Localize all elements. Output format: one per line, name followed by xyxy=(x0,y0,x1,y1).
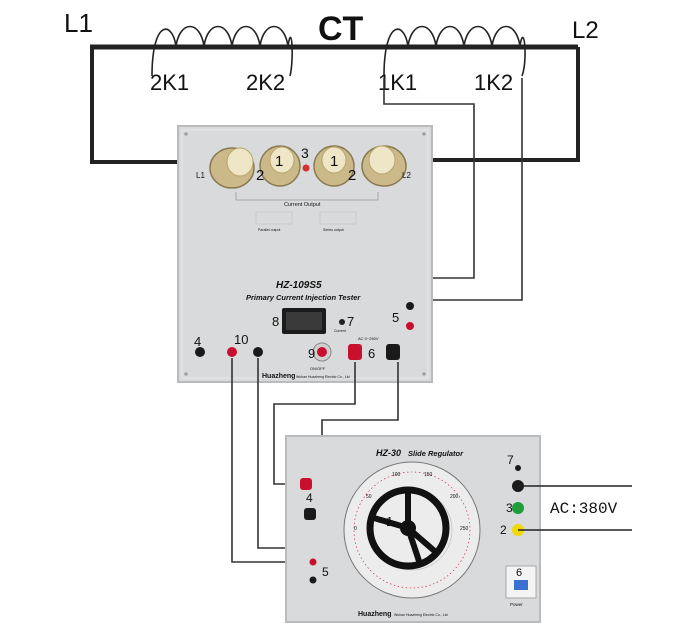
current-knob[interactable] xyxy=(339,319,345,325)
svg-text:Power: Power xyxy=(510,602,523,607)
label-8: 8 xyxy=(272,314,279,329)
primary-wire-l2 xyxy=(390,47,580,162)
power-breaker[interactable] xyxy=(505,565,537,599)
l1-label: L1 xyxy=(64,8,93,38)
tap-1k2: 1K2 xyxy=(474,70,513,95)
svg-text:150: 150 xyxy=(424,472,433,478)
tester-panel: L1 L2 2 1 1 2 3 Current Output Parallel … xyxy=(177,125,433,383)
ct-label: CT xyxy=(318,10,364,48)
tester-brand: Huazheng xyxy=(262,373,295,380)
terminal-6-red[interactable] xyxy=(348,344,362,360)
terminal-number-1b: 1 xyxy=(330,153,338,170)
terminal-10-black[interactable] xyxy=(253,347,263,357)
terminal-5-black[interactable] xyxy=(406,302,414,310)
tester-name: Primary Current Injection Tester xyxy=(246,293,361,302)
regulator-name: Slide Regulator xyxy=(408,449,464,458)
label-4-regulator: 4 xyxy=(306,491,313,505)
series-diagram xyxy=(319,211,357,225)
label-2-regulator: 2 xyxy=(500,523,507,537)
ct-assembly: L1 L2 CT 2K1 2K2 1K1 1K2 xyxy=(64,8,599,95)
svg-text:0: 0 xyxy=(354,526,357,532)
regulator-terminal-green[interactable] xyxy=(512,502,524,514)
svg-text:Current: Current xyxy=(334,329,346,333)
output-terminal-l1[interactable] xyxy=(209,147,255,189)
output-terminal-1a[interactable] xyxy=(259,145,301,187)
svg-text:Wuhan Huazheng Electric Co., L: Wuhan Huazheng Electric Co., Ltd xyxy=(296,375,350,379)
svg-text:50: 50 xyxy=(366,494,372,500)
label-3-regulator: 3 xyxy=(506,501,513,515)
l2-small-label: L2 xyxy=(402,171,411,180)
output-terminal-l2[interactable] xyxy=(361,145,407,187)
label-5-tester: 5 xyxy=(392,310,399,325)
regulator-panel: HZ-30 Slide Regulator 0 50 100 150 200 2… xyxy=(285,435,541,623)
tap-2k1: 2K1 xyxy=(150,70,189,95)
terminal-6-black[interactable] xyxy=(386,344,400,360)
regulator-brand: Huazheng xyxy=(358,611,391,618)
current-output-title: Current Output xyxy=(284,202,321,208)
parallel-output-label: Parallel output xyxy=(258,228,280,232)
label-6-regulator: 6 xyxy=(516,567,522,579)
label-4-tester: 4 xyxy=(194,334,201,349)
svg-text:AC 0~250V: AC 0~250V xyxy=(358,336,379,341)
output-terminal-1b[interactable] xyxy=(313,145,355,187)
ac-supply-label: AC:380V xyxy=(550,500,618,518)
tap-2k2: 2K2 xyxy=(246,70,285,95)
ct-coil-right xyxy=(383,25,526,77)
svg-text:200: 200 xyxy=(450,494,459,500)
terminal-number-2b: 2 xyxy=(348,167,356,184)
wire-10-red-to-5 xyxy=(231,358,310,563)
terminal-4-tester[interactable] xyxy=(195,347,205,357)
svg-text:250: 250 xyxy=(460,526,469,532)
regulator-terminal-7[interactable] xyxy=(515,465,521,471)
svg-text:Wuhan Huazheng Electric Co., L: Wuhan Huazheng Electric Co., Ltd xyxy=(394,613,448,617)
terminal-10-red[interactable] xyxy=(227,347,237,357)
terminal-number-3: 3 xyxy=(301,145,309,161)
secondary-wire-1k2 xyxy=(410,78,523,301)
screw-icon xyxy=(422,372,426,376)
indicator-3 xyxy=(302,164,310,172)
label-6-tester: 6 xyxy=(368,346,375,361)
regulator-model: HZ-30 xyxy=(376,448,401,458)
parallel-diagram xyxy=(255,211,293,225)
regulator-terminal-4-black[interactable] xyxy=(304,508,316,520)
screw-icon xyxy=(184,132,188,136)
regulator-terminal-5-red[interactable] xyxy=(309,558,317,566)
label-10: 10 xyxy=(234,332,248,347)
label-1-regulator: 1 xyxy=(386,514,393,529)
regulator-terminal-5-black[interactable] xyxy=(309,576,317,584)
series-output-label: Series output xyxy=(323,228,344,232)
label-7: 7 xyxy=(347,314,354,329)
screw-icon xyxy=(184,372,188,376)
svg-text:100: 100 xyxy=(392,472,401,478)
terminal-number-2a: 2 xyxy=(256,167,264,184)
handwheel[interactable] xyxy=(366,486,450,570)
terminal-5-red[interactable] xyxy=(406,322,414,330)
ct-coil-left xyxy=(151,25,293,77)
label-5-regulator: 5 xyxy=(322,565,329,579)
label-9: 9 xyxy=(308,346,315,361)
tester-model: HZ-109S5 xyxy=(276,280,322,291)
svg-text:ON/OFF: ON/OFF xyxy=(310,366,326,371)
l2-label: L2 xyxy=(572,17,599,44)
l1-small-label: L1 xyxy=(196,171,205,180)
terminal-number-1a: 1 xyxy=(275,153,283,170)
label-7-regulator: 7 xyxy=(507,453,514,467)
wire-6-red-to-4 xyxy=(273,362,356,485)
regulator-terminal-4-red[interactable] xyxy=(300,478,312,490)
screw-icon xyxy=(422,132,426,136)
